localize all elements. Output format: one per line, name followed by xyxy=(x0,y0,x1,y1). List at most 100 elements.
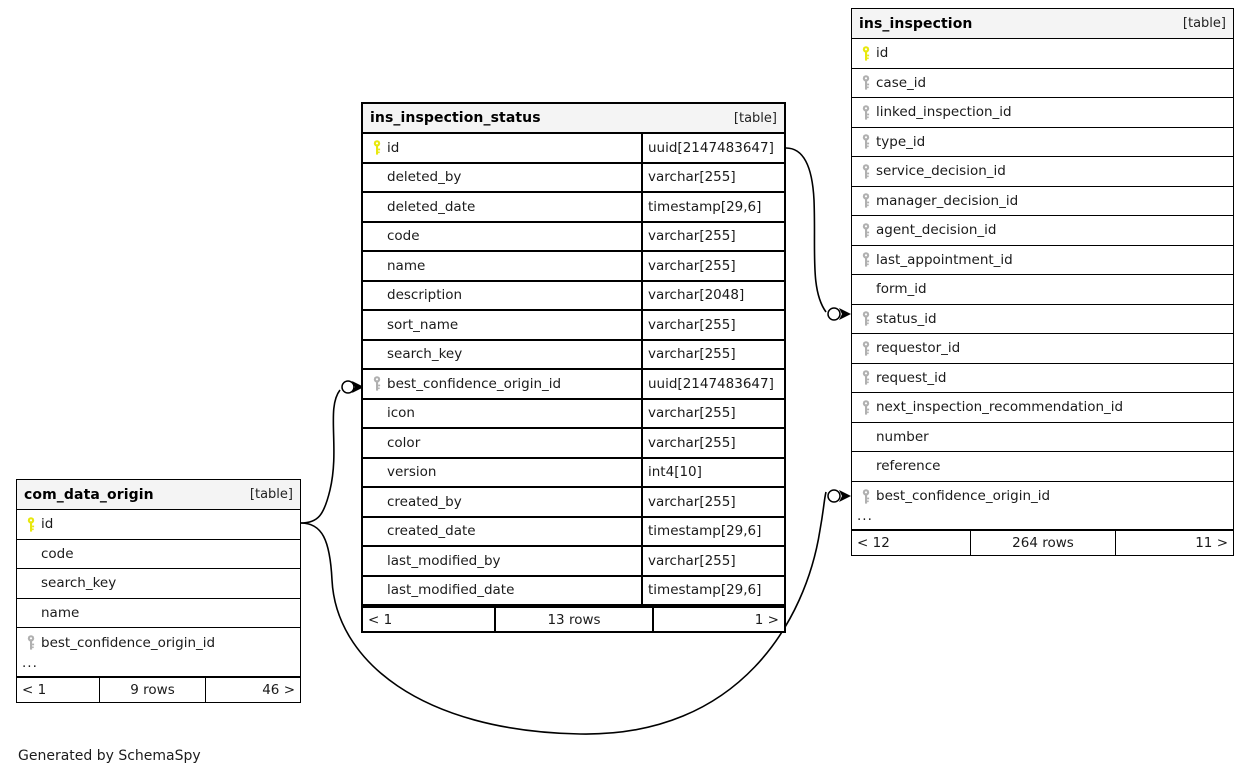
column-type-cell: varchar[255] xyxy=(641,399,784,427)
table-row[interactable]: sort_name varchar[255] xyxy=(363,311,784,341)
column-name: linked_inspection_id xyxy=(876,104,1012,121)
table-row[interactable]: icon varchar[255] xyxy=(363,399,784,429)
pagination-next[interactable]: 11 > xyxy=(1195,535,1228,551)
column-name-cell: sort_name xyxy=(363,311,641,339)
table-row[interactable]: linked_inspection_id xyxy=(852,98,1233,128)
column-type-cell: varchar[255] xyxy=(641,429,784,457)
table-row[interactable]: form_id xyxy=(852,275,1233,305)
column-name-cell: request_id xyxy=(852,364,1233,393)
column-type: varchar[255] xyxy=(648,169,736,186)
column-name-cell: requestor_id xyxy=(852,334,1233,363)
table-type-tag: [table] xyxy=(733,110,777,126)
table-title: ins_inspection xyxy=(859,15,973,32)
table-row[interactable]: type_id xyxy=(852,128,1233,157)
table-header: com_data_origin [table] xyxy=(17,480,300,510)
column-type-cell: timestamp[29,6] xyxy=(641,576,784,604)
table-row[interactable]: service_decision_id xyxy=(852,157,1233,187)
column-name-cell: number xyxy=(852,423,1233,452)
pagination-next[interactable]: 1 > xyxy=(754,611,779,628)
column-name: sort_name xyxy=(387,316,459,333)
table-title: com_data_origin xyxy=(24,486,154,503)
column-name: color xyxy=(387,434,421,451)
foreign-key-icon xyxy=(858,334,876,363)
foreign-key-icon xyxy=(858,393,876,422)
column-type: uuid[2147483647] xyxy=(648,375,774,392)
column-type-cell: timestamp[29,6] xyxy=(641,193,784,221)
column-name-cell: version xyxy=(363,459,641,487)
table-pagination[interactable]: < 12 264 rows 11 > xyxy=(852,530,1233,555)
table-row[interactable]: search_key xyxy=(17,569,300,599)
table-row[interactable]: case_id xyxy=(852,69,1233,98)
table-type-tag: [table] xyxy=(1182,16,1226,31)
table-row[interactable]: number xyxy=(852,423,1233,452)
table-row[interactable]: id xyxy=(17,510,300,540)
column-name: reference xyxy=(876,458,941,475)
column-name: requestor_id xyxy=(876,340,961,357)
foreign-key-icon xyxy=(858,128,876,157)
column-type-cell: varchar[255] xyxy=(641,488,784,516)
column-name-cell: search_key xyxy=(17,569,300,598)
column-type-cell: varchar[255] xyxy=(641,163,784,191)
table-row[interactable]: name xyxy=(17,599,300,628)
column-type: varchar[255] xyxy=(648,493,736,510)
table-pagination[interactable]: < 1 13 rows 1 > xyxy=(363,606,784,631)
table-row[interactable]: best_confidence_origin_id xyxy=(852,482,1233,512)
column-name-cell: description xyxy=(363,282,641,310)
foreign-key-icon xyxy=(858,187,876,216)
table-row[interactable]: next_inspection_recommendation_id xyxy=(852,393,1233,423)
pagination-next[interactable]: 46 > xyxy=(262,681,295,698)
foreign-key-icon xyxy=(858,482,876,512)
table-row[interactable]: manager_decision_id xyxy=(852,187,1233,216)
table-row[interactable]: request_id xyxy=(852,364,1233,393)
column-name: icon xyxy=(387,405,415,422)
foreign-key-icon xyxy=(858,98,876,127)
table-row[interactable]: requestor_id xyxy=(852,334,1233,364)
column-name-cell: best_confidence_origin_id xyxy=(852,482,1233,512)
table-row[interactable]: status_id xyxy=(852,305,1233,334)
table-header: ins_inspection_status [table] xyxy=(363,104,784,134)
column-name: description xyxy=(387,287,463,304)
column-name: version xyxy=(387,464,437,481)
table-row[interactable]: reference xyxy=(852,452,1233,482)
generator-credit: Generated by SchemaSpy xyxy=(18,748,201,764)
column-name-cell: manager_decision_id xyxy=(852,187,1233,216)
column-type: timestamp[29,6] xyxy=(648,582,762,599)
table-row[interactable]: code xyxy=(17,540,300,569)
column-name-cell: last_appointment_id xyxy=(852,246,1233,275)
table-row[interactable]: last_appointment_id xyxy=(852,246,1233,275)
table-row[interactable]: id xyxy=(852,39,1233,69)
table-row[interactable]: color varchar[255] xyxy=(363,429,784,459)
column-name: search_key xyxy=(41,575,117,592)
pagination-prev[interactable]: < 12 xyxy=(857,535,890,551)
table-pagination[interactable]: < 1 9 rows 46 > xyxy=(17,676,300,702)
foreign-key-icon xyxy=(858,69,876,98)
column-type: varchar[255] xyxy=(648,316,736,333)
pagination-prev[interactable]: < 1 xyxy=(368,611,393,628)
pagination-prev[interactable]: < 1 xyxy=(22,681,47,698)
table-row[interactable]: best_confidence_origin_id xyxy=(17,628,300,658)
column-type: timestamp[29,6] xyxy=(648,198,762,215)
column-name-cell: reference xyxy=(852,452,1233,481)
column-name: name xyxy=(41,604,80,621)
column-type: varchar[255] xyxy=(648,257,736,274)
column-name: best_confidence_origin_id xyxy=(41,634,216,651)
table-row[interactable]: agent_decision_id xyxy=(852,216,1233,246)
column-type-cell: varchar[255] xyxy=(641,252,784,280)
